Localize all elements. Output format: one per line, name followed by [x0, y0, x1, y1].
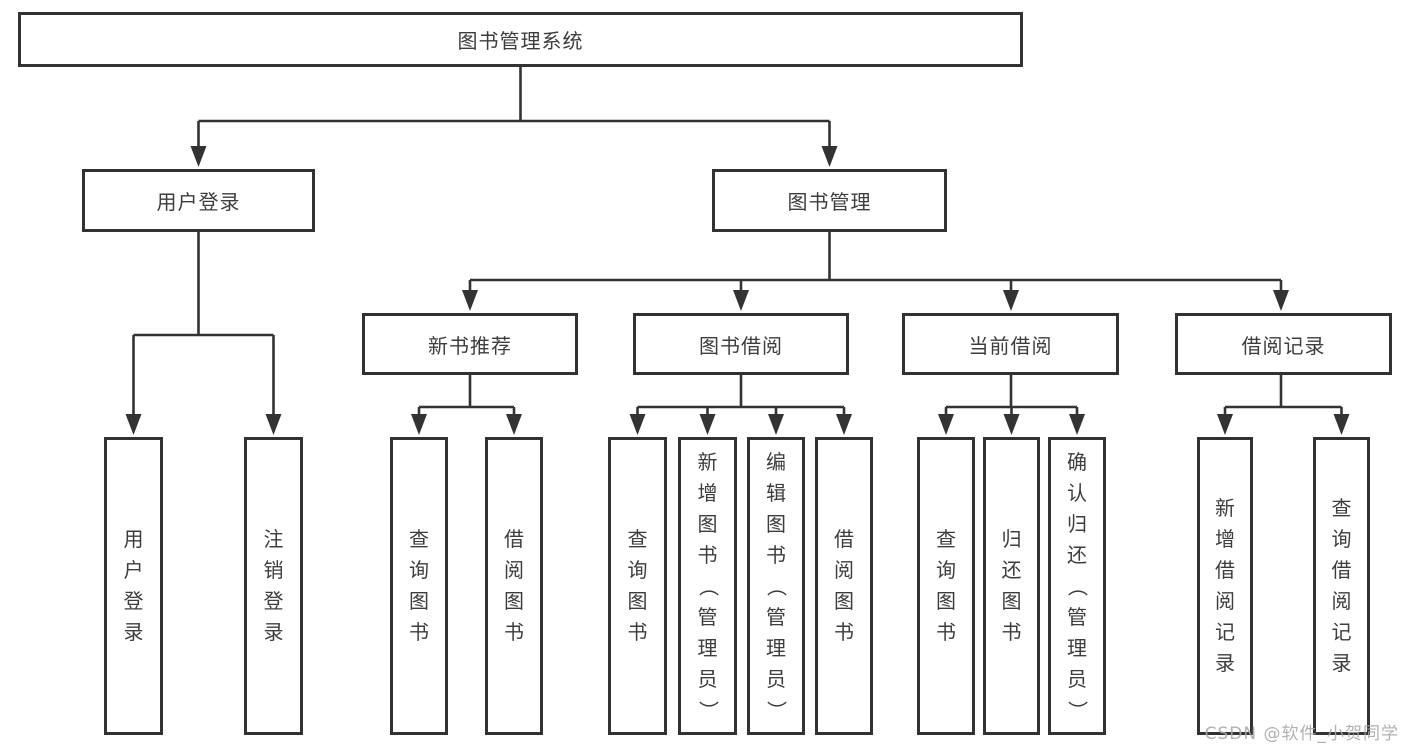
leaf-query-books-borrow: 查询图书 — [608, 437, 667, 735]
node-label: 查询图书 — [936, 527, 956, 644]
node-label: 新书推荐 — [428, 333, 512, 358]
node-label: 新增借阅记录 — [1215, 496, 1235, 675]
leaf-add-books-admin: 新增图书（管理员） — [678, 437, 737, 735]
leaf-query-books-recommend: 查询图书 — [390, 437, 448, 735]
csdn-watermark: CSDN @软件_小贺同学 — [1204, 724, 1399, 744]
node-label: 用户登录 — [156, 190, 241, 214]
connector-records-children — [1223, 375, 1343, 417]
connector-user-login-children — [132, 232, 275, 417]
connector-new-book-children — [417, 375, 516, 417]
node-borrowing-records: 借阅记录 — [1175, 313, 1392, 375]
node-label: 借阅记录 — [1241, 333, 1326, 358]
connector-current-borrow-children — [944, 375, 1079, 417]
leaf-borrow-books-recommend: 借阅图书 — [485, 437, 543, 735]
connector-book-mgmt-to-level3 — [468, 232, 1283, 293]
connector-book-borrow-children — [636, 375, 846, 417]
leaf-query-borrow-record: 查询借阅记录 — [1313, 437, 1370, 735]
node-current-borrowing: 当前借阅 — [902, 313, 1119, 375]
leaf-edit-books-admin: 编辑图书（管理员） — [747, 437, 805, 735]
leaf-return-books: 归还图书 — [983, 437, 1040, 735]
node-label: 图书借阅 — [699, 333, 783, 358]
leaf-user-login: 用户登录 — [104, 437, 163, 735]
leaf-borrow-books: 借阅图书 — [815, 437, 873, 735]
node-label: 归还图书 — [1001, 527, 1022, 644]
node-label: 借阅图书 — [504, 527, 524, 644]
node-book-management: 图书管理 — [712, 169, 947, 232]
arrowheads — [125, 146, 1350, 435]
node-label: 查询图书 — [627, 527, 648, 644]
node-label: 借阅图书 — [834, 527, 854, 644]
node-label: 图书管理系统 — [457, 29, 584, 53]
node-label: 查询图书 — [409, 527, 429, 644]
leaf-query-books-current: 查询图书 — [917, 437, 975, 735]
node-user-login: 用户登录 — [82, 169, 315, 232]
leaf-logout: 注销登录 — [244, 437, 303, 735]
node-label: 确认归还（管理员） — [1065, 449, 1090, 721]
connector-root-to-level2 — [197, 67, 831, 149]
node-library-management-system: 图书管理系统 — [18, 12, 1023, 67]
leaf-add-borrow-record: 新增借阅记录 — [1197, 437, 1253, 735]
node-label: 当前借阅 — [968, 333, 1053, 358]
node-label: 编辑图书（管理员） — [764, 449, 789, 721]
node-book-borrowing: 图书借阅 — [633, 313, 849, 375]
leaf-confirm-return-admin: 确认归还（管理员） — [1048, 437, 1106, 735]
node-label: 查询借阅记录 — [1331, 496, 1352, 675]
node-label: 注销登录 — [263, 527, 284, 644]
node-label: 图书管理 — [787, 190, 872, 214]
node-label: 新增图书（管理员） — [696, 449, 720, 721]
node-label: 用户登录 — [123, 527, 144, 644]
node-new-book-recommendation: 新书推荐 — [362, 313, 578, 375]
